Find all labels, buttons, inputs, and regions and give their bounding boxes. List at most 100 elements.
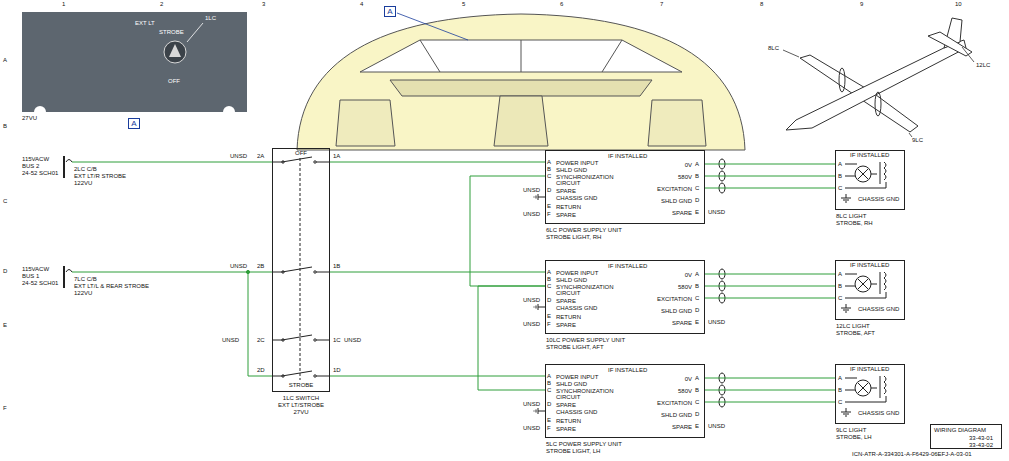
bus-name: BUS 2	[22, 163, 39, 170]
strobe-light-text: CHASSIS GND	[858, 196, 899, 203]
strobe-lamp-symbols-part-part	[845, 376, 886, 402]
wire-connector	[330, 272, 545, 273]
strobe-light-text: IF INSTALLED	[850, 262, 889, 269]
strobe-light: IF INSTALLEDCHASSIS GND12LC LIGHT STROBE…	[835, 260, 905, 320]
power-supply-unit-text: SPARE	[556, 188, 576, 195]
strobe-light: IF INSTALLEDCHASSIS GND8LC LIGHT STROBE,…	[835, 150, 905, 210]
view-callout-text: A	[129, 119, 139, 128]
power-supply-details-part-part	[534, 194, 545, 200]
pin-name: D	[547, 401, 551, 408]
strobe-lamp-symbols-part-part	[855, 166, 871, 182]
power-supply-unit-text: RETURN	[556, 314, 581, 321]
pin-name: UNSD	[523, 321, 540, 328]
power-supply-unit-text: SHLD GND	[661, 308, 692, 315]
callout-number: 12LC	[976, 62, 990, 69]
pin-name: F	[547, 425, 551, 432]
strobe-light-text: IF INSTALLED	[850, 152, 889, 159]
wire-connector	[470, 176, 545, 286]
pin-name: A	[695, 375, 699, 382]
pin-name: E	[547, 417, 551, 424]
title-block-text: WIRING DIAGRAM	[934, 427, 986, 434]
grid-row-letter: C	[3, 198, 7, 205]
power-supply-unit-text: SPARE	[672, 424, 692, 431]
sheet-reference: 24-52 SCH01	[22, 170, 58, 177]
toggle-switch-text: STROBE	[273, 382, 329, 389]
grid-row-letter: B	[3, 123, 7, 130]
control-panel: EXT LTSTROBEOFF27VU	[22, 12, 247, 112]
strobe-lamp-symbols-part-part	[855, 380, 871, 396]
cockpit-illustration-part	[336, 100, 395, 146]
pin-name: A	[838, 161, 842, 168]
power-supply-unit-text: IF INSTALLED	[608, 263, 647, 270]
pin-name: UNSD	[523, 211, 540, 218]
pin-name: C	[547, 387, 551, 394]
pin-name: A	[838, 271, 842, 278]
power-supply-unit-text: IF INSTALLED	[608, 153, 647, 160]
title-block-text: 33-43-01	[969, 435, 993, 442]
strobe-light-text: CHASSIS GND	[858, 306, 899, 313]
pin-name: F	[547, 321, 551, 328]
switch-contacts-part	[282, 339, 284, 341]
pin-name: UNSD	[523, 187, 540, 194]
pin-name: UNSD	[222, 337, 239, 344]
power-supply-details-part	[534, 269, 725, 310]
power-supply-unit-text: EXCITATION	[657, 400, 692, 407]
strobe-light-text: CHASSIS GND	[858, 410, 899, 417]
pin-name: C	[695, 295, 699, 302]
panel-illustration-part	[187, 23, 203, 42]
pin-name: C	[547, 173, 551, 180]
power-supply-unit-text: SPARE	[556, 212, 576, 219]
pin-name: A	[547, 269, 551, 276]
pin-name: D	[695, 411, 699, 418]
pin-name: B	[695, 173, 699, 180]
grid-column-number: 4	[360, 1, 363, 8]
panel-illustration-part	[22, 12, 247, 112]
panel-reference: 122VU	[74, 180, 92, 187]
grid-row-letter: E	[3, 322, 7, 329]
pin-name: B	[838, 283, 842, 290]
strobe-lamp-symbols-part-part	[845, 162, 886, 188]
cockpit-illustration-part	[390, 80, 652, 96]
breaker-name: 7LC C/B	[74, 276, 97, 283]
sheet-reference: 24-52 SCH01	[22, 280, 58, 287]
power-supply-unit-text: SHLD GND	[556, 167, 587, 174]
pin-name: 1B	[333, 263, 340, 270]
bus-name: 115VACW	[22, 156, 49, 163]
switch-contacts-part	[282, 271, 284, 273]
power-supply-unit-text: 580V	[678, 388, 692, 395]
pin-name: C	[838, 295, 842, 302]
pin-name: A	[547, 159, 551, 166]
power-supply-unit-text: SPARE	[556, 402, 576, 409]
pin-name: E	[695, 423, 699, 430]
pin-name: E	[695, 319, 699, 326]
supply-wires-part	[246, 270, 249, 273]
grid-row-letter: D	[3, 268, 7, 275]
switch-contacts-part	[282, 375, 284, 377]
power-supply-unit-text: RETURN	[556, 204, 581, 211]
strobe-lamp-symbols-part-part	[858, 279, 868, 289]
pin-name: 2A	[257, 153, 264, 160]
power-supply-unit: IF INSTALLEDPOWER INPUTSHLD GNDSYNCHRONI…	[545, 150, 705, 224]
switch-contacts-part	[314, 339, 316, 341]
power-supply-unit-text: EXCITATION	[657, 186, 692, 193]
pin-name: B	[547, 166, 551, 173]
strobe-lamp-symbols-part-part	[858, 169, 868, 179]
pin-name: UNSD	[708, 423, 725, 430]
pin-name: E	[547, 203, 551, 210]
strobe-lamp-symbols-part-part	[855, 276, 871, 292]
power-supply-unit: IF INSTALLEDPOWER INPUTSHLD GNDSYNCHRONI…	[545, 260, 705, 334]
control-panel-text: 27VU	[22, 115, 37, 122]
grid-column-number: 9	[860, 1, 863, 8]
power-supply-unit-text: POWER INPUT	[556, 374, 598, 381]
power-supply-unit-text: 6LC POWER SUPPLY UNIT STROBE LIGHT, RH	[546, 227, 632, 241]
supply-wires	[72, 162, 272, 376]
aircraft-illustration	[783, 18, 974, 137]
grid-column-number: 5	[462, 1, 465, 8]
pin-name: UNSD	[230, 153, 247, 160]
strobe-light-text: 8LC LIGHT STROBE, RH	[836, 213, 882, 227]
pin-name: C	[695, 399, 699, 406]
breaker-name: EXT LT/L & REAR STROBE	[74, 283, 149, 290]
